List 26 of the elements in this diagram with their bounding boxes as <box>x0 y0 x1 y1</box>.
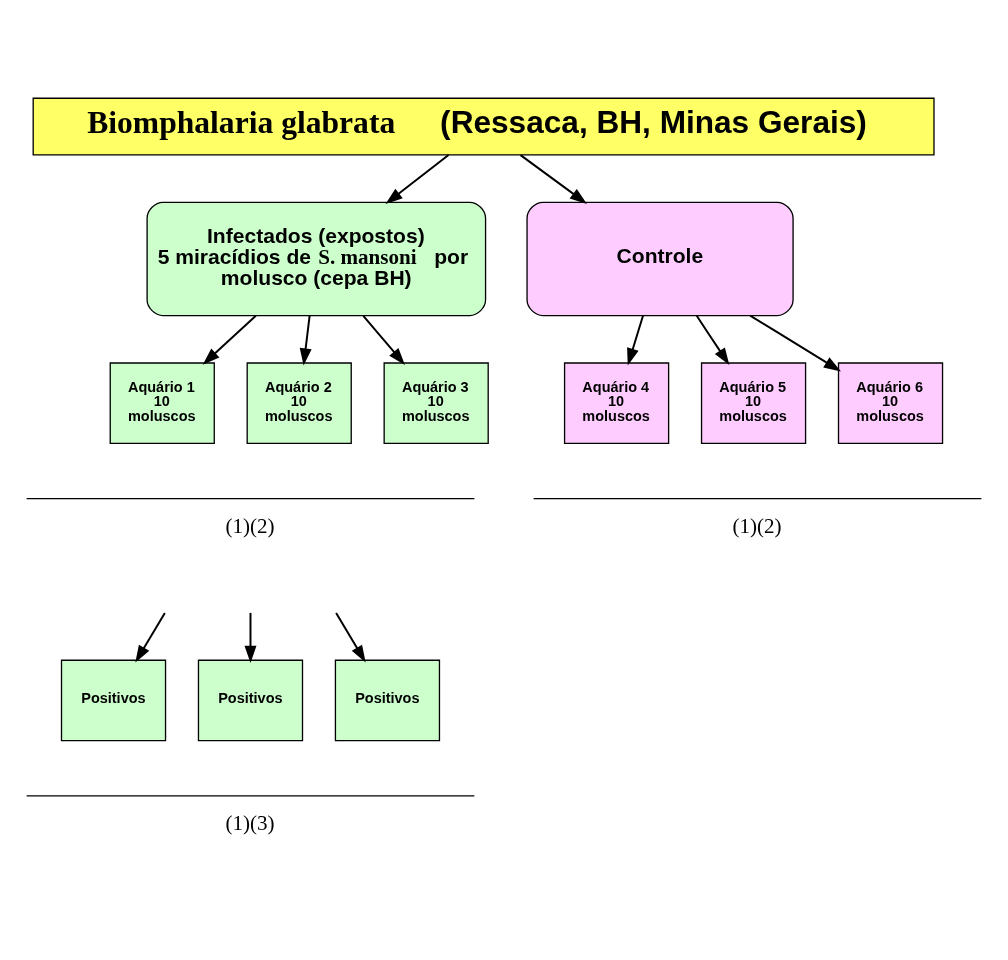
node-box: Controle <box>526 201 794 317</box>
label: (1)(3) <box>225 810 275 835</box>
node-box: Positivos <box>197 659 304 742</box>
arrow <box>519 154 587 204</box>
node-box: Aquário 6 10 moluscos <box>837 362 944 444</box>
node-box: Aquário 5 10 moluscos <box>700 362 807 444</box>
arrow <box>299 314 312 366</box>
arrow <box>135 611 166 663</box>
arrow <box>695 314 730 366</box>
arrow <box>362 314 405 365</box>
node-box: Aquário 1 10 moluscos <box>109 362 215 444</box>
node-box: Aquário 4 10 moluscos <box>563 362 670 444</box>
node-box: Biomphalaria glabrata (Ressaca, BH, Minas Gerais) <box>32 97 935 156</box>
label: (1)(2) <box>225 513 275 538</box>
arrow <box>335 611 366 663</box>
arrow <box>202 314 257 365</box>
arrow <box>244 611 257 663</box>
arrow <box>627 314 644 366</box>
label: (1)(2) <box>732 513 782 538</box>
arrow <box>749 314 841 372</box>
node-box: Positivos <box>334 659 441 742</box>
node-box: Positivos <box>60 659 167 742</box>
node-box: Aquário 3 10 moluscos <box>383 362 489 444</box>
arrow <box>385 154 450 204</box>
node-box: Infectados (expostos) 5 miracídios de S. mansoni por molusco (cepa BH) <box>146 201 487 317</box>
node-box: Aquário 2 10 moluscos <box>246 362 352 444</box>
